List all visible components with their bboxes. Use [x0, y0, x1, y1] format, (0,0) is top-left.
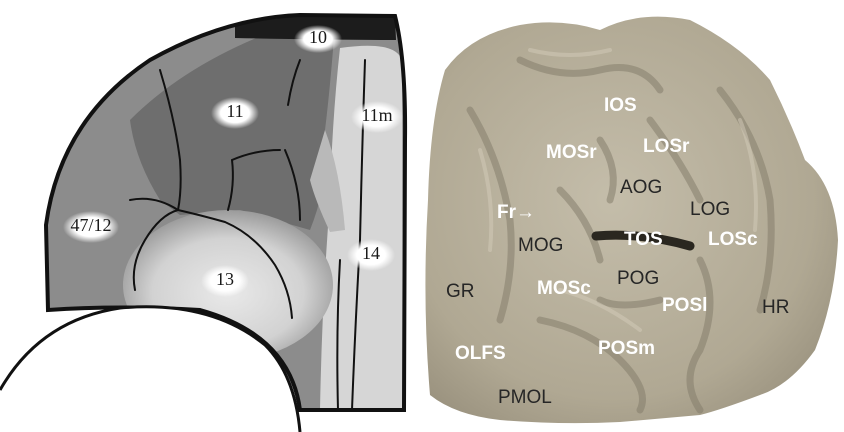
label-log: LOG: [690, 199, 730, 220]
label-losr: LOSr: [643, 136, 690, 157]
label-gr: GR: [446, 281, 475, 302]
label-pog: POG: [617, 268, 659, 289]
label-aog: AOG: [620, 177, 662, 198]
label-ios: IOS: [604, 95, 637, 116]
label-posl: POSl: [662, 295, 707, 316]
label-tos: TOS: [624, 229, 663, 250]
label-fr: Fr→: [497, 202, 535, 223]
label-losc: LOSc: [708, 229, 758, 250]
label-posm: POSm: [598, 338, 655, 359]
label-mosr: MOSr: [546, 142, 597, 163]
label-mosc: MOSc: [537, 278, 591, 299]
label-hr: HR: [762, 297, 789, 318]
label-pmol: PMOL: [498, 387, 552, 408]
label-mog: MOG: [518, 235, 563, 256]
label-olfs: OLFS: [455, 343, 506, 364]
